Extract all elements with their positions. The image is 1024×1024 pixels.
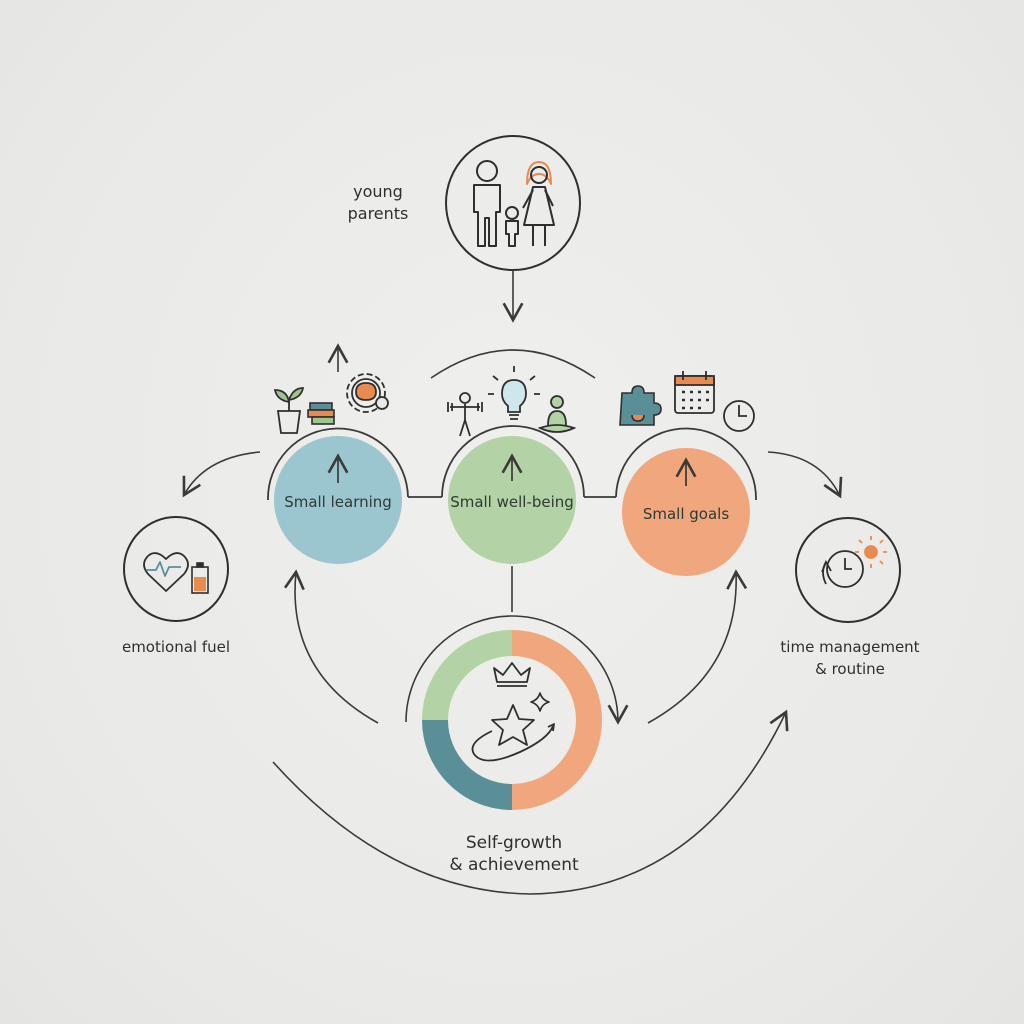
brain-gear-icon <box>346 373 389 413</box>
small-learning-node <box>274 436 402 564</box>
clock-icon <box>723 400 755 432</box>
star-icon <box>471 704 555 762</box>
top-arc <box>430 349 596 379</box>
arrow-to-time-management <box>767 451 843 499</box>
crown-icon <box>493 662 531 687</box>
small-learning-label: Small learning <box>284 493 392 511</box>
emotional-fuel-label: emotional fuel <box>121 638 231 656</box>
calendar-icon <box>674 371 715 414</box>
arrow-to-emotional-fuel <box>182 451 261 498</box>
ring-segment-green <box>422 630 512 720</box>
books-icon <box>307 402 335 425</box>
node-connector <box>267 425 757 501</box>
arrow-ring-to-learning <box>283 569 379 724</box>
self-growth-label: Self-growth & achievement <box>449 833 579 875</box>
family-icon <box>473 160 555 247</box>
plant-icon <box>273 387 305 434</box>
arrow-ring-to-goals <box>647 569 748 724</box>
young-parents-label: young parents <box>347 182 409 223</box>
stopwatch-icon <box>821 550 864 588</box>
ring-segment-orange <box>512 630 602 810</box>
battery-icon <box>191 562 209 594</box>
fitness-icon <box>447 392 483 437</box>
sparkle-icon <box>530 692 550 712</box>
heart-pulse-icon <box>143 552 189 592</box>
puzzle-icon <box>619 385 662 426</box>
achievement-ring <box>422 630 602 810</box>
arrow-bottom-loop <box>272 709 789 895</box>
small-wellbeing-label: Small well-being <box>450 493 574 511</box>
node-up-arrows <box>327 453 697 486</box>
ring-segment-teal <box>422 720 512 810</box>
young-parents-node <box>445 135 581 271</box>
lightbulb-icon <box>488 366 540 420</box>
small-wellbeing-node <box>448 436 576 564</box>
ring-top-arc <box>405 615 629 725</box>
small-goals-label: Small goals <box>642 505 730 523</box>
meditation-icon <box>537 395 577 433</box>
emotional-fuel-node <box>123 516 229 622</box>
time-management-label: time management & routine <box>780 638 920 678</box>
time-management-node <box>795 517 901 623</box>
small-goals-node <box>622 448 750 576</box>
sun-icon <box>855 536 887 568</box>
